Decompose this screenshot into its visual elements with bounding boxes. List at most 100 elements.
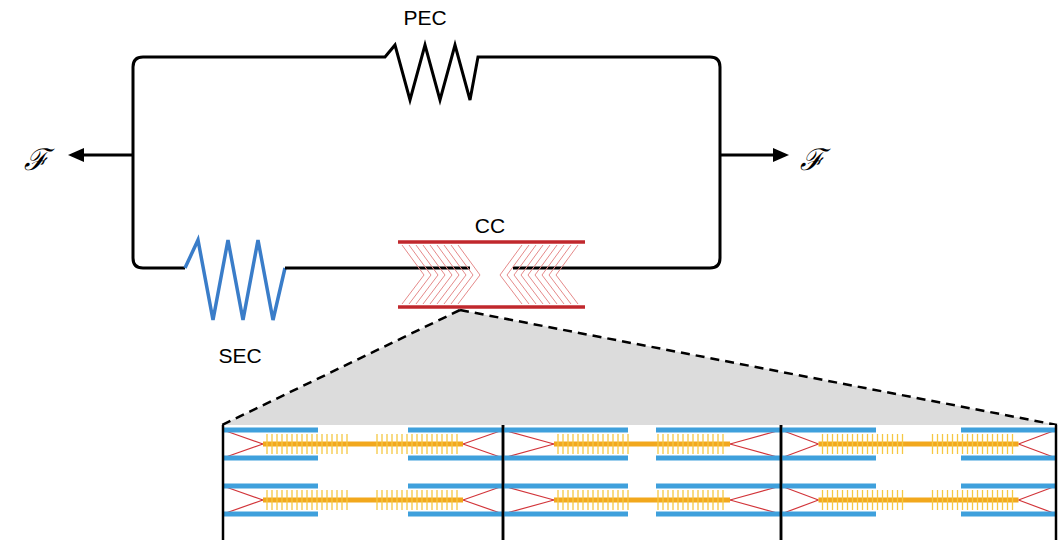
myosin-head: [957, 490, 958, 510]
myosin-head: [662, 490, 663, 510]
myosin-head: [932, 434, 933, 454]
myosin-head: [331, 490, 332, 510]
myosin-head: [341, 490, 342, 510]
myosin-head: [687, 490, 688, 510]
myosin-head: [992, 490, 993, 510]
actin: [781, 456, 876, 461]
myosin-head: [1007, 490, 1008, 510]
myosin-head: [887, 490, 888, 510]
myosin-head: [426, 490, 427, 510]
myosin-head: [341, 434, 342, 454]
myosin-head: [722, 490, 723, 510]
myosin-head: [386, 434, 387, 454]
myosin-head: [662, 434, 663, 454]
myosin-head: [617, 434, 618, 454]
crossbridge-line: [535, 245, 557, 304]
myosin-head: [301, 490, 302, 510]
wire: [133, 155, 185, 268]
myosin-head: [672, 490, 673, 510]
actin: [656, 512, 781, 517]
myosin-head: [271, 434, 272, 454]
myosin-head: [281, 434, 282, 454]
myosin-head: [431, 434, 432, 454]
myosin-head: [376, 490, 377, 510]
z-line: [1055, 425, 1058, 540]
crossbridge-line: [549, 245, 571, 304]
myosin-head: [336, 434, 337, 454]
z-line: [222, 425, 225, 540]
myosin-head: [567, 434, 568, 454]
force-symbol: ℱ: [800, 138, 825, 179]
myosin-head: [902, 434, 903, 454]
pec-wire: [133, 45, 720, 155]
crossbridge-line: [556, 245, 578, 304]
myosin-head: [577, 434, 578, 454]
myosin-head: [852, 490, 853, 510]
myosin-head: [592, 490, 593, 510]
crossbridge-line: [507, 245, 529, 304]
myosin-head: [997, 490, 998, 510]
myosin-head: [321, 434, 322, 454]
myosin-head: [682, 434, 683, 454]
myosin-head: [562, 490, 563, 510]
myosin-head: [456, 490, 457, 510]
crossbridge-line: [451, 245, 473, 304]
myosin-head: [336, 490, 337, 510]
zoom-line: [460, 310, 1057, 425]
myosin-head: [436, 434, 437, 454]
myosin-head: [391, 434, 392, 454]
myosin-head: [832, 490, 833, 510]
actin: [408, 456, 503, 461]
myosin-head: [396, 490, 397, 510]
myosin-head: [456, 434, 457, 454]
myosin-head: [411, 434, 412, 454]
myosin-head: [291, 434, 292, 454]
myosin-head: [622, 490, 623, 510]
myosin-head: [602, 490, 603, 510]
myosin-head: [316, 434, 317, 454]
sec-spring: [185, 240, 285, 320]
myosin-head: [677, 434, 678, 454]
myosin-head: [722, 434, 723, 454]
myosin-head: [707, 490, 708, 510]
myosin-head: [902, 490, 903, 510]
myosin-head: [932, 490, 933, 510]
myosin-head: [997, 434, 998, 454]
myosin-head: [872, 490, 873, 510]
myosin-head: [346, 434, 347, 454]
myosin: [819, 442, 1019, 447]
wire: [513, 155, 720, 268]
myosin-head: [271, 490, 272, 510]
myosin-head: [406, 434, 407, 454]
myosin-head: [436, 490, 437, 510]
myosin-head: [967, 434, 968, 454]
myosin-head: [617, 490, 618, 510]
myosin-head: [937, 490, 938, 510]
myosin-head: [682, 490, 683, 510]
myosin: [263, 442, 463, 447]
myosin-head: [401, 490, 402, 510]
myosin-head: [702, 490, 703, 510]
myosin-head: [697, 434, 698, 454]
actin: [503, 512, 628, 517]
myosin-head: [977, 490, 978, 510]
zoom-wedge: [222, 310, 1057, 425]
myosin-head: [877, 434, 878, 454]
myosin-head: [587, 490, 588, 510]
myosin-head: [376, 434, 377, 454]
myosin-head: [607, 434, 608, 454]
myosin-head: [311, 434, 312, 454]
z-line: [780, 425, 783, 540]
myosin-head: [396, 434, 397, 454]
myosin-head: [276, 490, 277, 510]
myosin-head: [872, 434, 873, 454]
crossbridge-line: [500, 245, 522, 304]
cc-filament: [398, 240, 585, 244]
myosin-head: [842, 434, 843, 454]
actin: [781, 428, 876, 433]
myosin-head: [612, 490, 613, 510]
myosin-head: [627, 434, 628, 454]
myosin-head: [987, 490, 988, 510]
actin: [223, 456, 318, 461]
wire: [285, 267, 470, 270]
